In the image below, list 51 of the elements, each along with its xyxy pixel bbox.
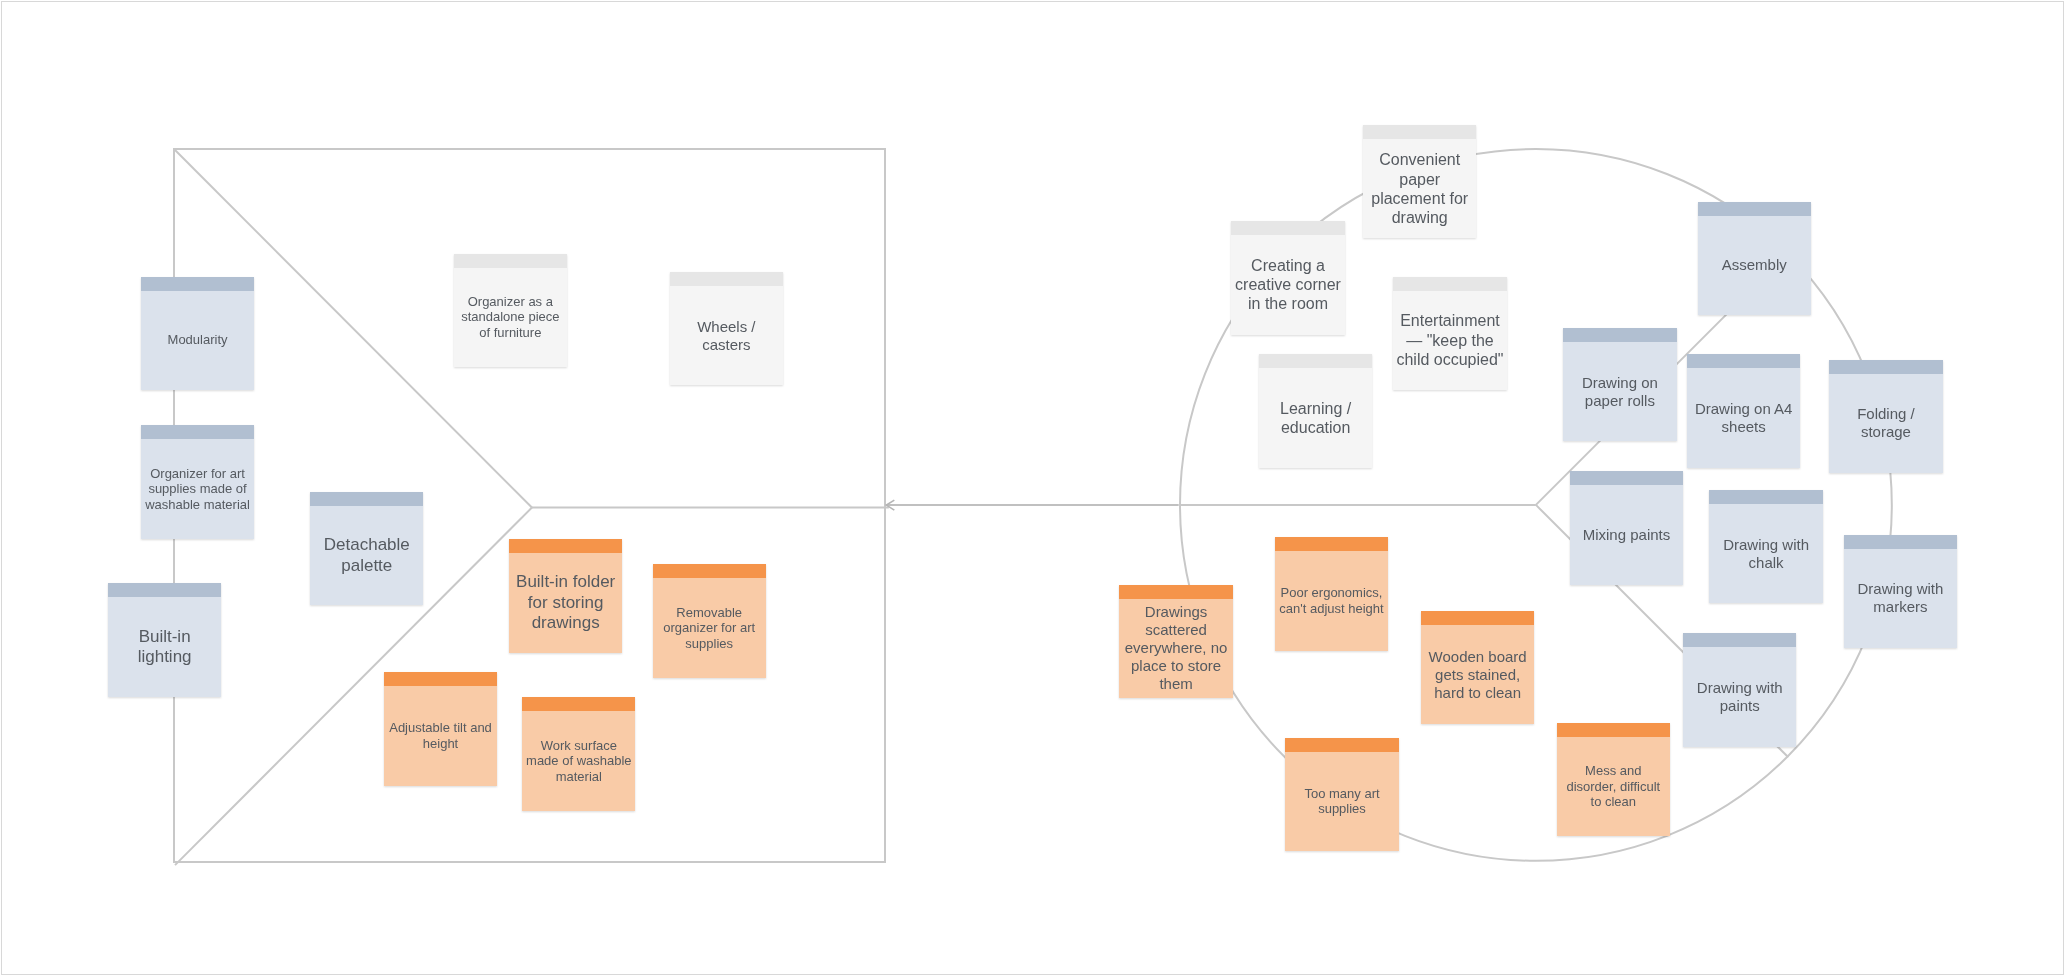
sticky-note [1393,276,1507,390]
note-text: Drawing on A4 sheets [1693,399,1794,436]
sticky-note [1119,584,1233,698]
sticky-note [310,491,424,606]
note-text: Assembly [1721,256,1787,275]
note-text: Folding / storage [1856,405,1916,442]
note-text: Convenient paper placement for drawing [1370,150,1470,228]
note-text: Drawing with chalk [1722,535,1810,572]
sticky-note [652,564,766,678]
note-text: Creating a creative corner in the room [1234,256,1342,314]
sticky-note [1563,327,1677,442]
note-text: Mess and disorder, difficult to clean [1565,763,1662,811]
sticky-note [1259,354,1373,468]
sticky-note [140,425,255,539]
sticky-note [669,271,783,386]
note-text: Drawings scattered everywhere, no place to store them [1123,603,1229,694]
sticky-note [140,276,255,390]
sticky-note [108,583,222,697]
note-text: Removable organizer for art supplies [662,604,757,652]
note-text: Built-in lighting [136,626,193,668]
note-text: Too many art supplies [1303,785,1381,817]
sticky-note [1363,125,1477,239]
sticky-note [522,697,636,811]
note-text: Built-in folder for storing drawings [515,572,617,634]
note-text: Organizer as a standalone piece of furniture [460,293,561,341]
sticky-note [1569,471,1684,585]
note-text: Detachable palette [322,535,411,576]
sticky-note [1421,611,1535,725]
sticky-note [1274,537,1389,651]
sticky-note [1829,359,1943,473]
note-text: Modularity [167,332,228,348]
sticky-note [1709,489,1823,604]
note-text: Wheels / casters [696,317,757,354]
note-text: Poor ergonomics, can't adjust height [1278,585,1385,617]
sticky-note [1556,723,1670,837]
arrow [885,499,1180,511]
note-text: Adjustable tilt and height [388,720,493,752]
sticky-note [1843,534,1958,648]
note-text: Mixing paints [1582,526,1671,545]
sticky-note [1687,354,1801,468]
sticky-note [383,672,498,786]
note-text: Drawing on paper rolls [1580,373,1659,410]
note-text: Organizer for art supplies made of washable material [144,465,251,513]
note-text: Drawing with paints [1695,679,1784,716]
note-text: Learning / education [1279,398,1353,438]
note-text: Work surface made of washable material [525,737,633,785]
note-text: Entertainment — "keep the child occupied" [1396,311,1504,369]
sticky-note [509,539,623,653]
note-text: Wooden board gets stained, hard to clean [1427,647,1528,702]
note-text: Drawing with markers [1856,580,1945,617]
sticky-note [453,253,567,367]
